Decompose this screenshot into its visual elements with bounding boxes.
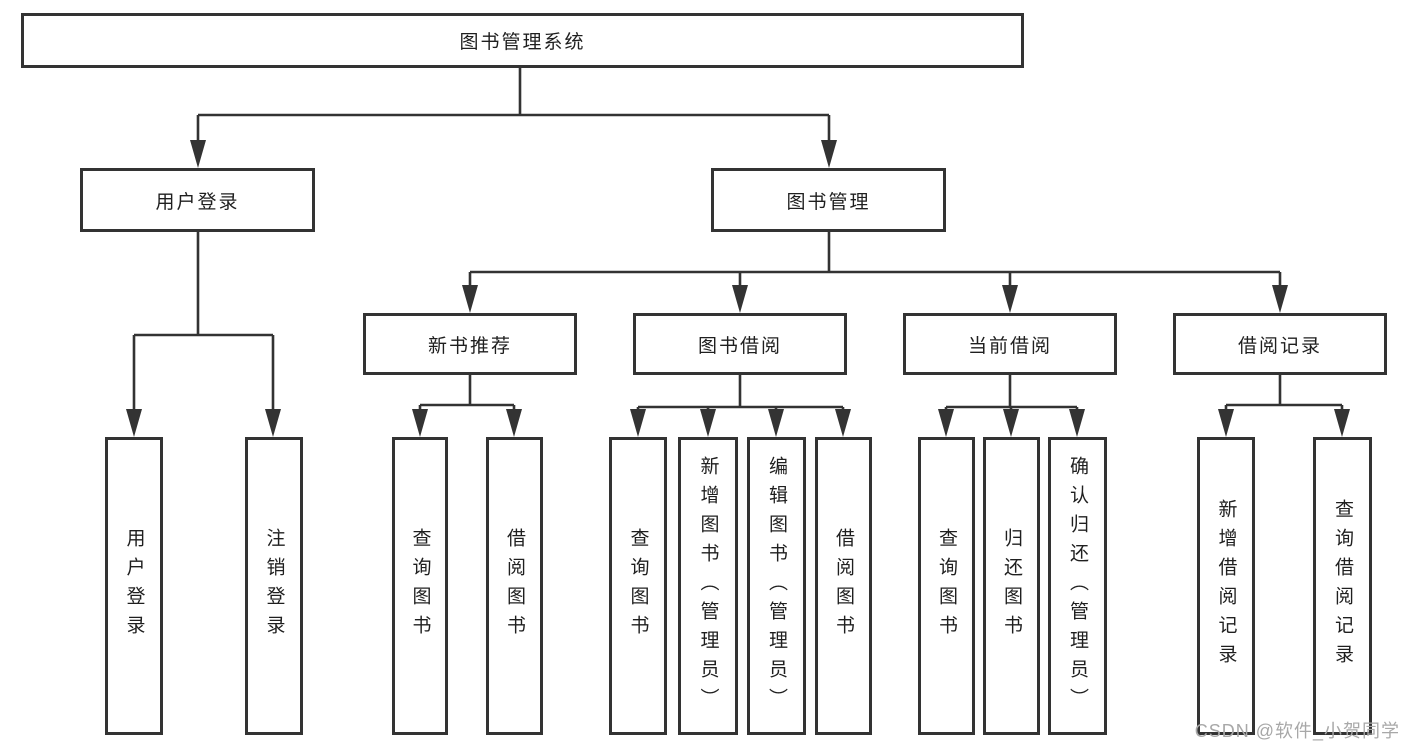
leaf-logout: 注销登录 xyxy=(245,437,303,735)
node-book-management: 图书管理 xyxy=(711,168,946,232)
leaf-label: 查询图书 xyxy=(936,528,957,644)
leaf-label: 借阅图书 xyxy=(833,528,854,644)
leaf-label: 注销登录 xyxy=(263,528,285,644)
leaf-borrowing-add-books-admin: 新增图书（管理员） xyxy=(678,437,738,735)
watermark: CSDN @软件_小贺同学 xyxy=(1194,721,1400,741)
leaf-label: 借阅图书 xyxy=(504,528,525,644)
leaf-current-confirm-return-admin: 确认归还（管理员） xyxy=(1048,437,1107,735)
node-new-book-recommendation: 新书推荐 xyxy=(363,313,577,375)
leaf-label: 查询图书 xyxy=(627,528,649,644)
leaf-current-query-books: 查询图书 xyxy=(918,437,975,735)
node-label: 用户登录 xyxy=(155,191,240,213)
node-label: 新书推荐 xyxy=(427,335,512,357)
leaf-records-add-record: 新增借阅记录 xyxy=(1197,437,1255,735)
leaf-label: 新增借阅记录 xyxy=(1215,499,1237,673)
node-current-borrowing: 当前借阅 xyxy=(903,313,1117,375)
leaf-label: 查询借阅记录 xyxy=(1332,499,1353,673)
node-label: 图书借阅 xyxy=(697,335,782,357)
node-user-login: 用户登录 xyxy=(80,168,315,232)
node-library-system: 图书管理系统 xyxy=(21,13,1024,68)
leaf-label: 新增图书（管理员） xyxy=(697,455,719,717)
leaf-label: 编辑图书（管理员） xyxy=(766,455,787,717)
node-label: 当前借阅 xyxy=(967,335,1052,357)
leaf-current-return-books: 归还图书 xyxy=(983,437,1040,735)
leaf-label: 归还图书 xyxy=(1001,528,1022,644)
leaf-recommend-query-books: 查询图书 xyxy=(392,437,448,735)
leaf-user-login: 用户登录 xyxy=(105,437,163,735)
leaf-label: 查询图书 xyxy=(409,528,431,644)
node-borrowing-records: 借阅记录 xyxy=(1173,313,1387,375)
leaf-label: 用户登录 xyxy=(123,528,145,644)
node-book-borrowing: 图书借阅 xyxy=(633,313,847,375)
node-label: 图书管理 xyxy=(786,191,871,213)
leaf-borrowing-edit-books-admin: 编辑图书（管理员） xyxy=(747,437,806,735)
leaf-borrowing-query-books: 查询图书 xyxy=(609,437,667,735)
leaf-records-query-record: 查询借阅记录 xyxy=(1313,437,1372,735)
leaf-borrowing-borrow-books: 借阅图书 xyxy=(815,437,872,735)
node-label: 借阅记录 xyxy=(1237,335,1322,357)
leaf-recommend-borrow-books: 借阅图书 xyxy=(486,437,543,735)
node-label: 图书管理系统 xyxy=(459,32,586,53)
leaf-label: 确认归还（管理员） xyxy=(1067,455,1088,717)
